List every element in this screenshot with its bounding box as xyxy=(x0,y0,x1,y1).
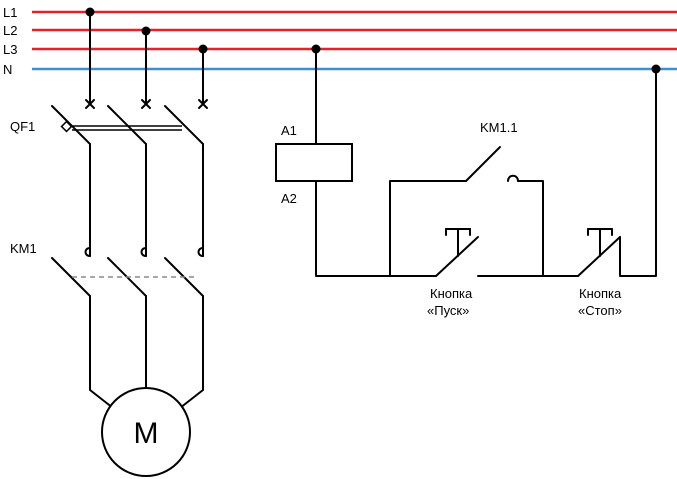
bus-l2: L2 xyxy=(3,23,677,38)
breaker-release xyxy=(60,120,73,133)
contactor-km1: KM1 xyxy=(10,241,204,297)
motor-circle xyxy=(101,387,191,477)
bus-n-label: N xyxy=(3,62,12,77)
aux-contact-km1-1: KM1.1 xyxy=(389,120,544,277)
coil-terminal-a2: A2 xyxy=(281,191,297,206)
breaker-to-contactor-wires xyxy=(89,143,204,257)
bus-l3: L3 xyxy=(3,42,677,57)
aux-contact-label: KM1.1 xyxy=(480,120,518,135)
breaker-label: QF1 xyxy=(10,119,35,134)
contactor-label: KM1 xyxy=(10,241,37,256)
phase-drops xyxy=(85,11,208,109)
coil-km1: A1 A2 xyxy=(275,123,353,206)
breaker-qf1: QF1 xyxy=(10,105,204,145)
bus-n: N xyxy=(3,62,677,77)
bus-l1-label: L1 xyxy=(3,5,17,20)
motor-label: M xyxy=(134,417,159,450)
stop-button: Кнопка «Стоп» xyxy=(577,68,657,318)
stop-button-label-line1: Кнопка xyxy=(579,286,622,301)
start-button-label-line2: «Пуск» xyxy=(427,303,469,318)
bus-l2-label: L2 xyxy=(3,23,17,38)
coil-box xyxy=(275,143,353,182)
motor: M xyxy=(101,387,191,477)
bus-l1: L1 xyxy=(3,5,677,20)
stop-button-label-line2: «Стоп» xyxy=(578,303,622,318)
contactor-to-motor-wires xyxy=(89,295,204,409)
control-wire-coil-bottom xyxy=(315,180,437,277)
start-button: Кнопка «Пуск» xyxy=(427,228,579,318)
start-button-label-line1: Кнопка xyxy=(430,286,473,301)
bus-l3-label: L3 xyxy=(3,42,17,57)
coil-terminal-a1: A1 xyxy=(281,123,297,138)
